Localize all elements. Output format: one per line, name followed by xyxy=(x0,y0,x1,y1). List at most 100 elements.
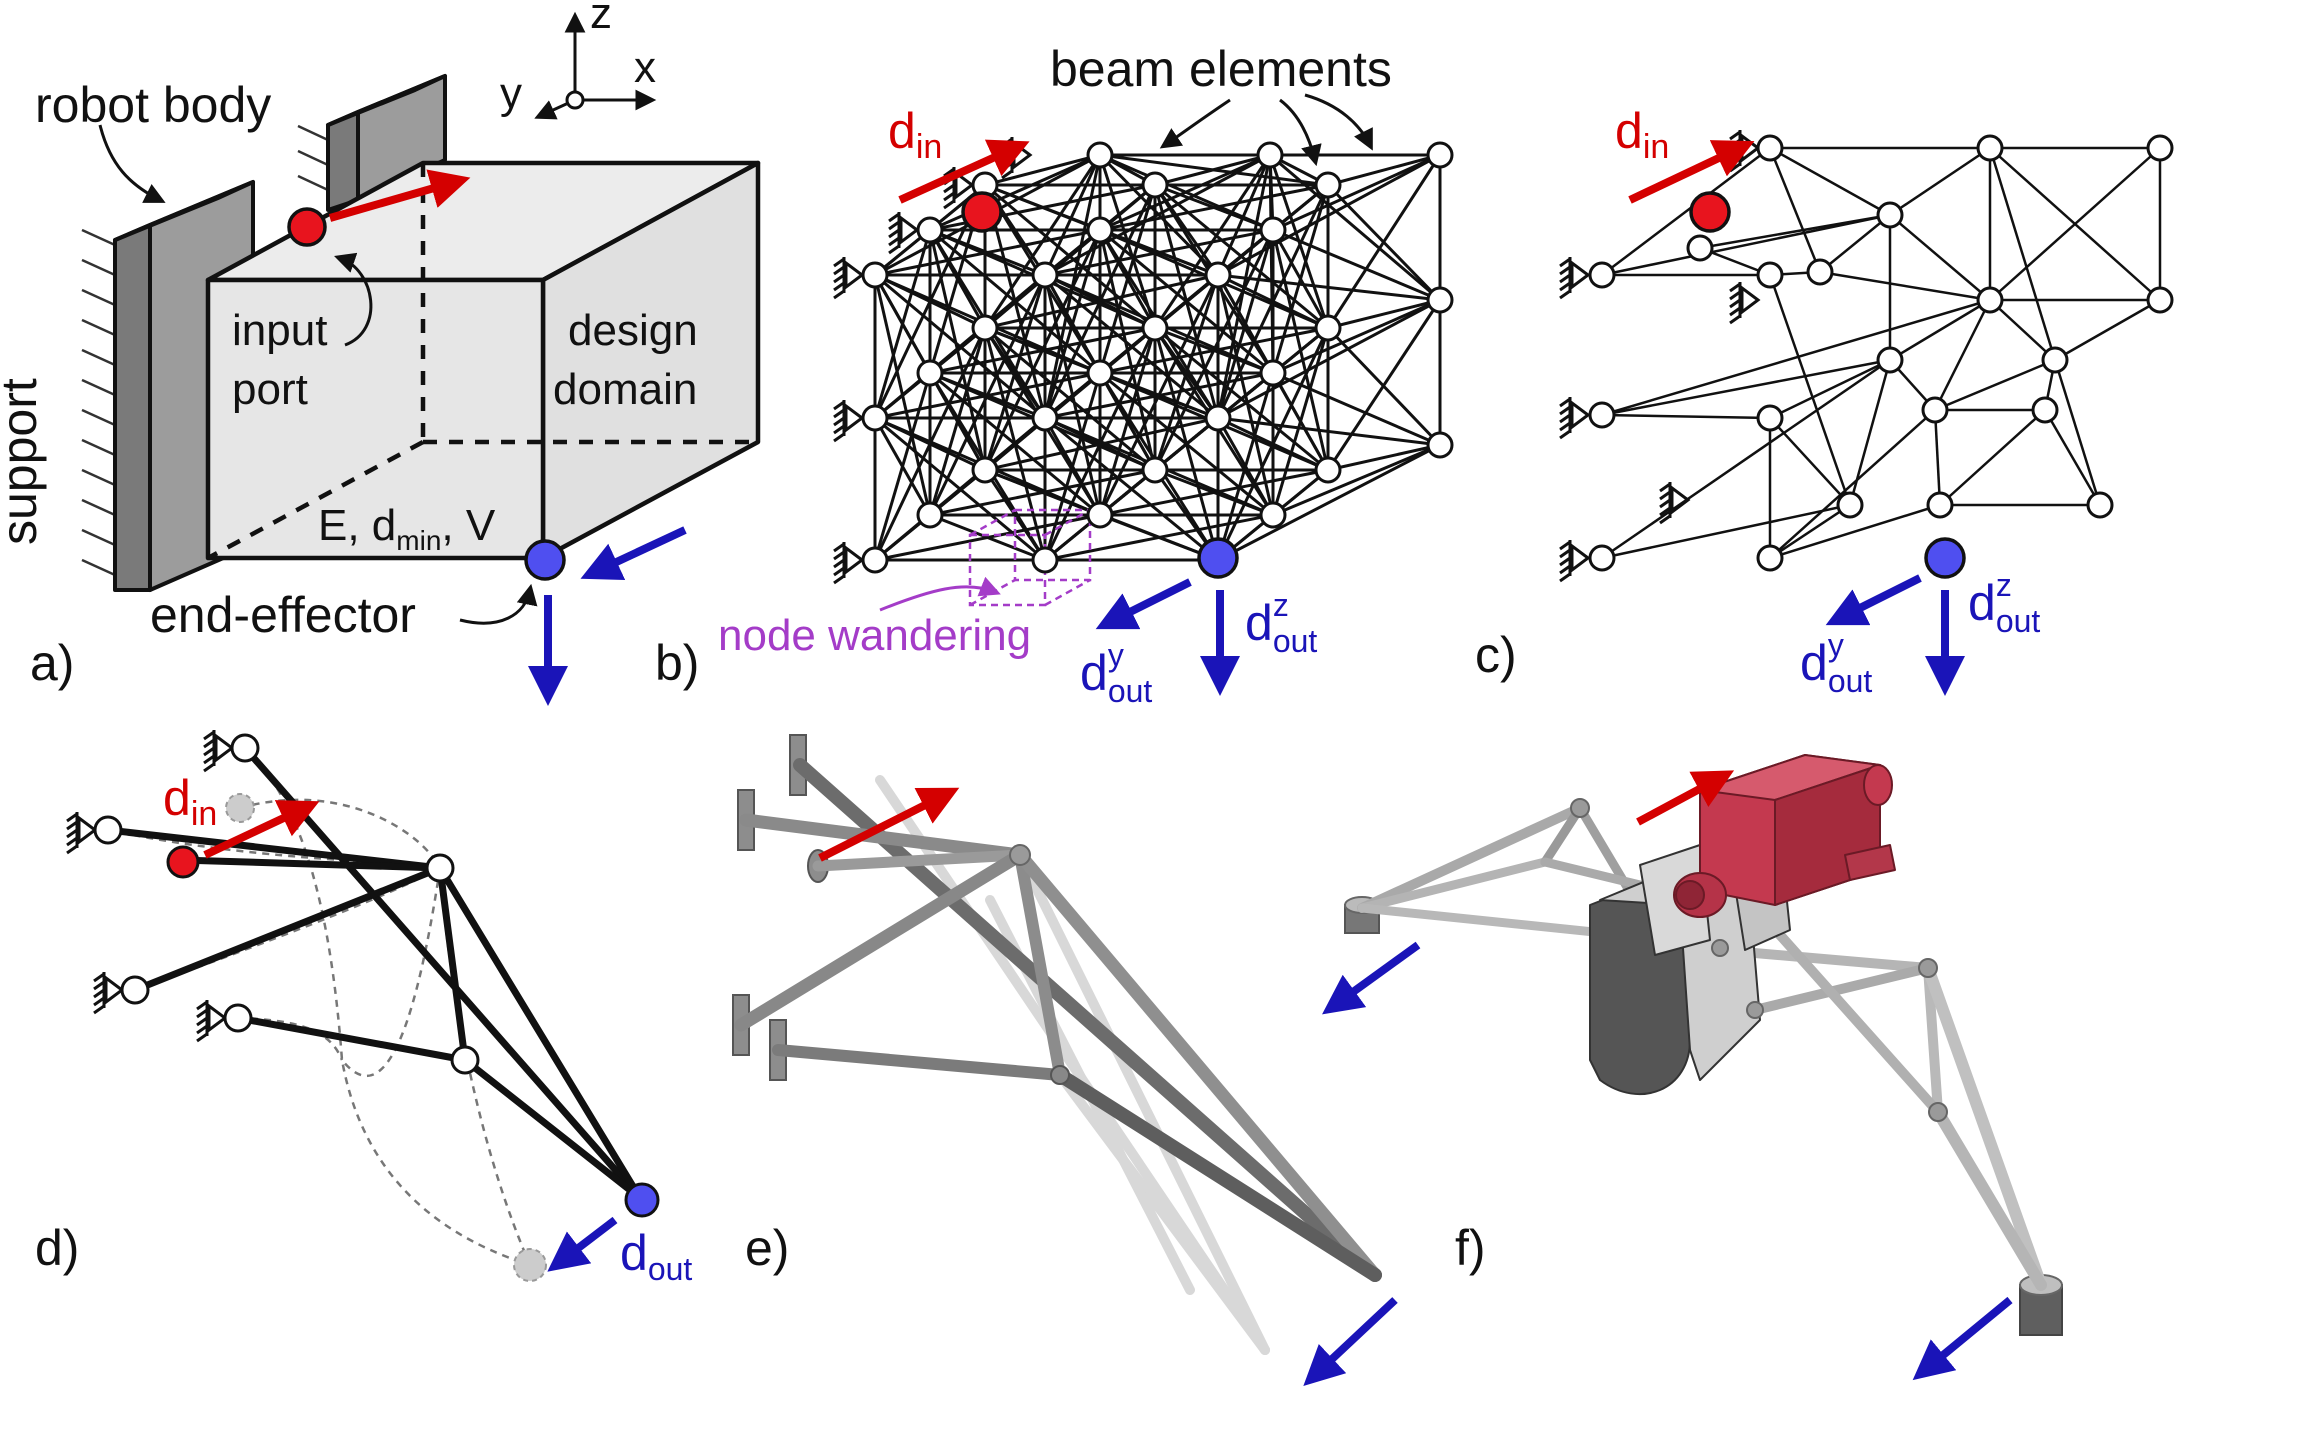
beam-element xyxy=(1601,298,1991,417)
beam-element xyxy=(1272,228,1441,302)
beam-element xyxy=(1098,184,1157,374)
beam-element xyxy=(929,153,1101,232)
lattice-node xyxy=(1314,314,1342,342)
c-output-arrow-y xyxy=(1825,574,1922,626)
beam-element xyxy=(1043,154,1102,276)
beam-element xyxy=(1601,358,1891,560)
beam-element xyxy=(1989,147,2161,301)
robot-body-pointer xyxy=(98,124,166,203)
beam-element xyxy=(1043,372,1102,561)
panel-e: e) xyxy=(732,734,1398,1386)
beam-element xyxy=(1933,299,1992,411)
beam-element xyxy=(1272,443,1441,517)
lattice-node xyxy=(1756,404,1784,432)
beam-element xyxy=(1327,153,1441,187)
lattice-node xyxy=(1756,261,1784,289)
node-wandering-pointer xyxy=(879,576,1001,612)
panel-d: din dout d) xyxy=(35,730,692,1287)
input-arrow xyxy=(328,169,471,222)
beam-element xyxy=(1939,409,2046,506)
panel-e-label: e) xyxy=(745,1220,789,1276)
beam-element xyxy=(984,326,1101,375)
beam-elements-pointer-3 xyxy=(1304,93,1373,151)
beam-element xyxy=(1153,154,1272,329)
lattice-node xyxy=(1588,261,1616,289)
lattice-node xyxy=(1031,261,1059,289)
input-port-pointer xyxy=(334,252,373,347)
c-d-in-label: din xyxy=(1615,103,1669,166)
d-d-out-label: dout xyxy=(620,1225,692,1287)
axis-z-label: z xyxy=(590,0,612,38)
c-output-node xyxy=(1924,537,1966,579)
ground-support xyxy=(196,1000,228,1043)
ground-support xyxy=(1559,257,1591,300)
lattice-node xyxy=(1426,141,1454,169)
beam-element xyxy=(984,468,1101,517)
beam-element xyxy=(1819,214,1891,273)
beam-element xyxy=(1154,468,1274,517)
lattice-node xyxy=(1141,171,1169,199)
beam-element xyxy=(1989,299,2056,361)
input-port-node xyxy=(287,207,327,247)
lattice-node xyxy=(1256,141,1284,169)
beam-element xyxy=(1154,326,1274,375)
beam-element xyxy=(1326,154,1442,329)
beam-network-dense xyxy=(873,153,1442,562)
lattice-node xyxy=(1141,314,1169,342)
beam-element xyxy=(1268,154,1275,374)
ground-support xyxy=(888,212,920,255)
end-effector-arrow-diag xyxy=(580,526,687,580)
lattice-node xyxy=(1314,456,1342,484)
beam-element xyxy=(873,372,932,561)
beam-element xyxy=(1154,183,1329,330)
beam-element xyxy=(1889,146,1991,217)
e-input-arrow xyxy=(818,787,960,862)
beam-element xyxy=(1216,372,1275,561)
ground-support xyxy=(833,542,865,585)
ground-support xyxy=(833,257,865,300)
beam-element xyxy=(1099,153,1329,187)
lattice-node xyxy=(1926,491,1954,519)
lattice-node xyxy=(1031,404,1059,432)
beam-element xyxy=(2053,359,2102,506)
lattice-node xyxy=(1031,546,1059,574)
beam-element xyxy=(1934,358,2056,412)
design-domain-label-1: design xyxy=(568,306,698,355)
ground-support xyxy=(833,400,865,443)
lattice-node xyxy=(1588,401,1616,429)
lattice-node xyxy=(2146,286,2174,314)
beam-element xyxy=(1269,153,1441,302)
panel-f-label: f) xyxy=(1455,1220,1486,1276)
c-input-node xyxy=(1689,191,1731,233)
d-output-node-deformed xyxy=(513,1248,547,1282)
b-input-arrow xyxy=(898,139,1030,204)
b-d-in-label: din xyxy=(888,103,942,166)
ground-supports-d xyxy=(66,730,235,1043)
ground-support xyxy=(1559,397,1591,440)
nodes-b xyxy=(861,141,1454,574)
beam-element xyxy=(2043,409,2102,506)
panel-c-label: c) xyxy=(1475,627,1517,683)
lattice-node xyxy=(1876,346,1904,374)
beam-element xyxy=(1601,213,1891,277)
f-input-arrow xyxy=(1636,770,1735,826)
lattice-node xyxy=(1426,286,1454,314)
beam-element xyxy=(1889,298,1991,362)
input-port-label-1: input xyxy=(232,306,327,355)
e-output-arrow xyxy=(1303,1297,1398,1386)
lattice-node xyxy=(971,314,999,342)
support-hatch xyxy=(81,124,329,577)
d-output-node xyxy=(624,1182,660,1218)
b-output-node xyxy=(1197,537,1239,579)
beam-element xyxy=(1769,417,1851,506)
lattice-node xyxy=(1836,491,1864,519)
lattice-node xyxy=(1141,456,1169,484)
lattice-node xyxy=(1259,359,1287,387)
d-input-node-deformed xyxy=(225,793,255,823)
lattice-node xyxy=(1426,431,1454,459)
lattice-node xyxy=(1086,501,1114,529)
d-nodes xyxy=(93,733,480,1075)
